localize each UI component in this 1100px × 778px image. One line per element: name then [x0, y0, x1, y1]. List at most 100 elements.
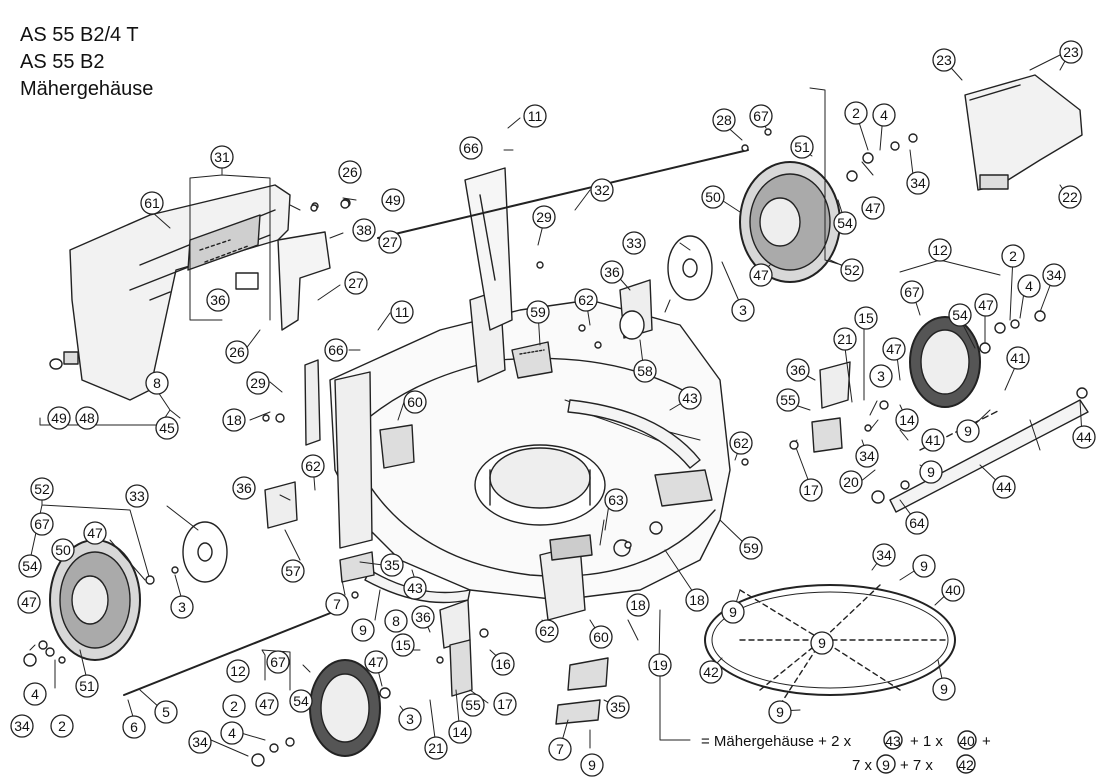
callout-label: 34 — [859, 448, 875, 464]
callout-label: 21 — [428, 740, 444, 756]
callout-bubble — [861, 196, 885, 220]
callout-bubble — [289, 689, 313, 713]
callout-bubble — [633, 359, 657, 383]
callout-label: 16 — [495, 656, 511, 672]
callout-label: 54 — [293, 693, 309, 709]
callout-bubble — [833, 211, 857, 235]
callout-label: 62 — [578, 292, 594, 308]
callout-bubble — [974, 293, 998, 317]
callout-bubble — [17, 590, 41, 614]
callout-bubble — [381, 188, 405, 212]
callout-bubble — [786, 358, 810, 382]
callout-bubble — [749, 104, 773, 128]
callout-bubble — [390, 300, 414, 324]
callout-bubble — [600, 260, 624, 284]
callout-label: 64 — [909, 515, 925, 531]
callout-label: 4 — [228, 725, 236, 741]
callout-bubble — [739, 536, 763, 560]
callout-bubble — [526, 300, 550, 324]
callout-label: 9 — [927, 464, 935, 480]
callout-bubble — [872, 543, 896, 567]
wheels-drawing — [49, 161, 981, 757]
callout-label: 4 — [1025, 278, 1033, 294]
callout-bubble — [23, 682, 47, 706]
callout-label: 17 — [497, 696, 513, 712]
callout-label: 31 — [214, 149, 230, 165]
callout-label: 47 — [865, 200, 881, 216]
callout-label: 43 — [407, 580, 423, 596]
callout-bubble — [47, 406, 71, 430]
callout-label: 11 — [395, 304, 410, 320]
callout-bubble — [900, 280, 924, 304]
callout-label: 12 — [932, 242, 948, 258]
callout-label: 3 — [877, 368, 885, 384]
callout-bubble — [844, 101, 868, 125]
callout-label: 51 — [794, 139, 810, 155]
callout-label: 15 — [858, 310, 874, 326]
callout-bubble — [255, 692, 279, 716]
callout-bubble — [932, 677, 956, 701]
callout-label: 44 — [1076, 429, 1092, 445]
callout-label: 14 — [452, 724, 468, 740]
callout-bubble — [30, 512, 54, 536]
callout-bubble — [589, 625, 613, 649]
callout-bubble — [699, 660, 723, 684]
callout-label: 23 — [1063, 44, 1079, 60]
callout-label: 52 — [34, 481, 50, 497]
callout-bubble — [948, 303, 972, 327]
callout-bubble — [731, 298, 755, 322]
callout-label: 40 — [945, 582, 961, 598]
callout-label: 29 — [250, 375, 266, 391]
legend-num-40: 40 — [959, 733, 975, 749]
callout-bubble — [604, 488, 628, 512]
legend-num-42: 42 — [958, 757, 974, 773]
callout-bubble — [1058, 185, 1082, 209]
callout-bubble — [378, 230, 402, 254]
callout-label: 47 — [368, 654, 384, 670]
callout-label: 19 — [652, 657, 668, 673]
side-cover-drawing — [964, 74, 1083, 191]
callout-label: 3 — [406, 711, 414, 727]
callout-label: 9 — [588, 757, 596, 773]
callout-label: 21 — [837, 331, 853, 347]
callout-bubble — [491, 652, 515, 676]
callout-bubble — [932, 48, 956, 72]
callout-bubble — [919, 460, 943, 484]
callout-label: 27 — [382, 234, 398, 250]
callout-bubble — [701, 185, 725, 209]
model-title-1: AS 55 B2/4 T — [20, 24, 139, 46]
callout-bubble — [840, 258, 864, 282]
callout-label: 22 — [1062, 189, 1078, 205]
callout-label: 47 — [886, 341, 902, 357]
callout-label: 47 — [21, 594, 37, 610]
callout-bubble — [776, 388, 800, 412]
callout-label: 9 — [964, 423, 972, 439]
callout-bubble — [768, 700, 792, 724]
callout-bubble — [225, 340, 249, 364]
callout-bubble — [626, 593, 650, 617]
legend-prefix-2: 7 x — [852, 757, 873, 774]
callout-bubble — [154, 700, 178, 724]
callout-bubble — [380, 553, 404, 577]
callout-label: 41 — [925, 432, 941, 448]
callout-label: 42 — [703, 664, 719, 680]
callout-bubble — [729, 431, 753, 455]
callout-bubble — [140, 191, 164, 215]
callout-label: 50 — [705, 189, 721, 205]
callout-label: 59 — [743, 540, 759, 556]
callout-bubble — [403, 576, 427, 600]
callout-label: 47 — [753, 267, 769, 283]
callout-label: 54 — [952, 307, 968, 323]
callout-label: 32 — [594, 182, 610, 198]
callout-label: 60 — [407, 394, 423, 410]
callout-bubble — [992, 475, 1016, 499]
callout-label: 27 — [348, 275, 364, 291]
callout-bubble — [232, 476, 256, 500]
callout-label: 34 — [1046, 267, 1062, 283]
callout-bubble — [266, 650, 290, 674]
legend-prefix-1: = Mähergehäuse + 2 x — [701, 733, 852, 750]
callout-bubble — [906, 171, 930, 195]
callout-label: 3 — [178, 599, 186, 615]
callout-label: 5 — [162, 704, 170, 720]
